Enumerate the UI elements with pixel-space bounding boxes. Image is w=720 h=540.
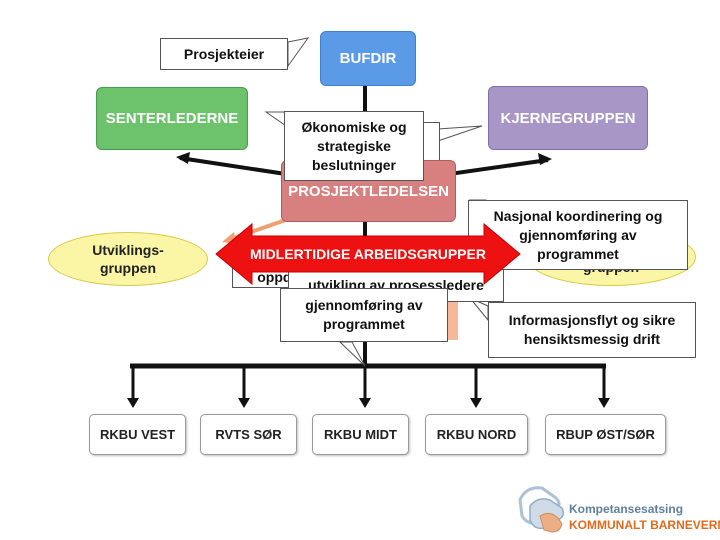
unit-rbup-ost-sor: RBUP ØST/SØR bbox=[545, 414, 666, 455]
national-coordination-callout: Nasjonal koordinering og gjennomføring a… bbox=[468, 200, 688, 270]
economic-decisions-callout: Økonomiske og strategiske beslutninger bbox=[284, 111, 424, 181]
kjernegruppen-box: KJERNEGRUPPEN bbox=[488, 86, 648, 150]
implementation-callout: gjennomføring av programmet bbox=[280, 288, 448, 342]
unit-rkbu-midt: RKBU MIDT bbox=[312, 414, 409, 455]
logo-line1: Kompetansesatsing bbox=[569, 502, 684, 516]
senterlederne-box: SENTERLEDERNE bbox=[96, 87, 248, 150]
unit-rkbu-nord: RKBU NORD bbox=[425, 414, 528, 455]
information-flow-callout: Informasjonsflyt og sikre hensiktsmessig… bbox=[488, 302, 696, 358]
logo-line2: KOMMUNALT BARNEVERN bbox=[569, 518, 720, 532]
owner-callout: Prosjekteier bbox=[160, 38, 288, 70]
utviklingsgruppen-ellipse: Utviklings-gruppen bbox=[48, 232, 208, 286]
bufdir-box: BUFDIR bbox=[320, 31, 416, 86]
temporary-groups-label: MIDLERTIDIGE ARBEIDSGRUPPER bbox=[250, 246, 486, 262]
unit-rvts-sor: RVTS SØR bbox=[200, 414, 297, 455]
unit-rkbu-vest: RKBU VEST bbox=[89, 414, 186, 455]
